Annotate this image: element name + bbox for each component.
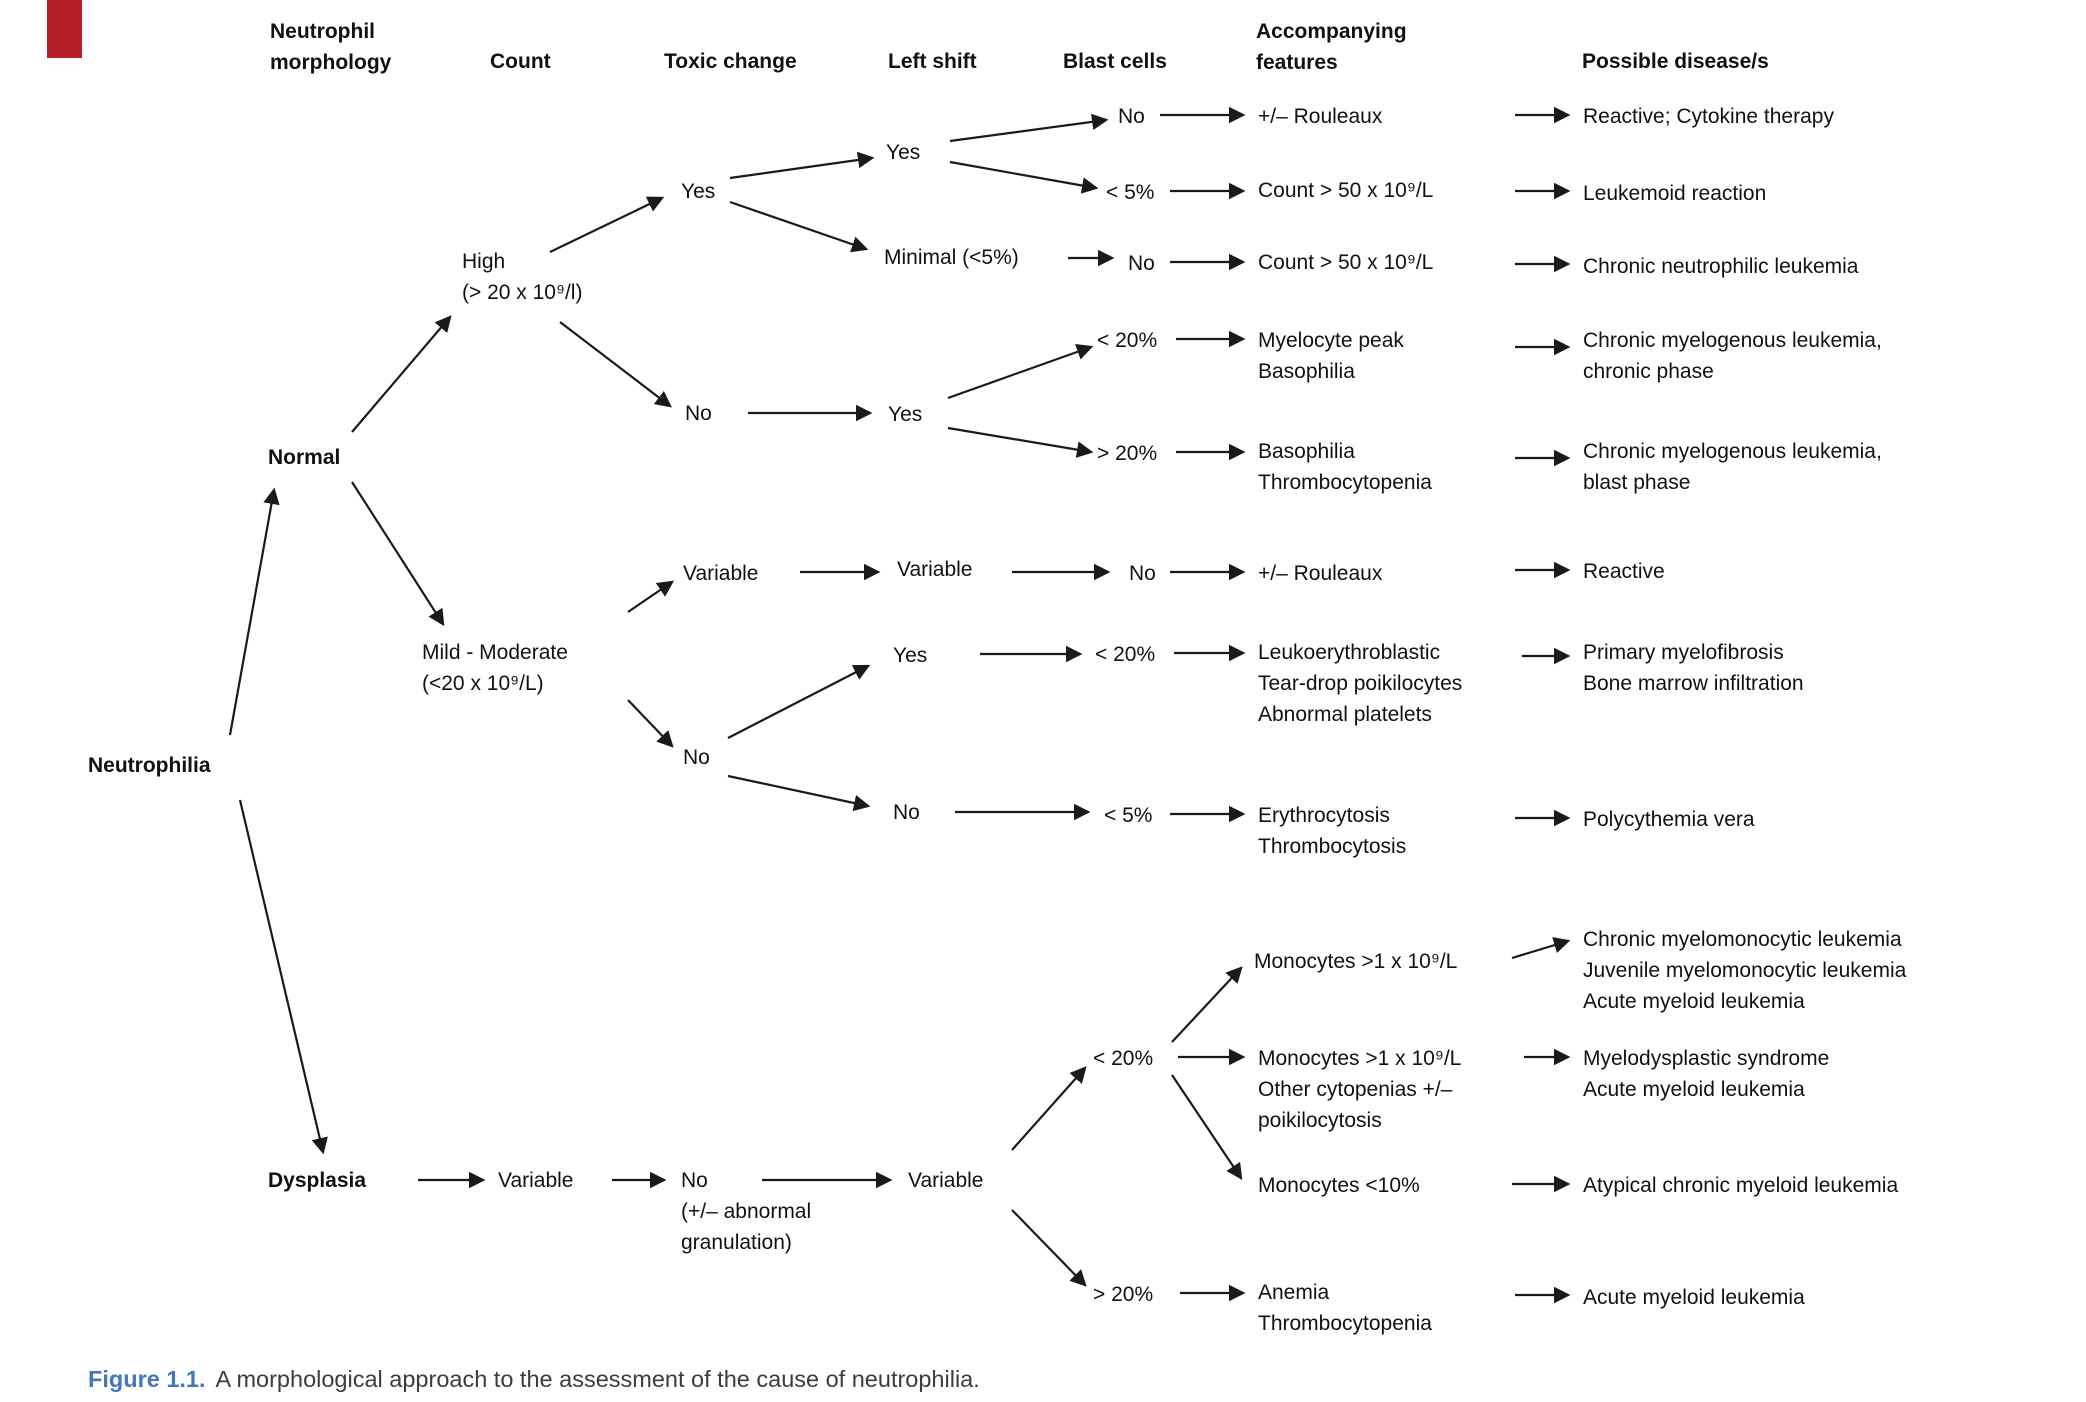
node-count-mild-moderate: Mild - Moderate (<20 x 10⁹/L) [422,641,568,695]
disease-cml-blast-phase: Chronic myelogenous leukemia, blast phas… [1583,440,1882,494]
arrow-toxicno-to-shift-yes-mild [727,664,871,739]
node-toxic-yes: Yes [681,180,716,203]
arrow-normal-to-mild [351,481,445,627]
arrow-mild-to-toxic-variable [627,580,675,613]
node-shift-yes-mild: Yes [893,644,928,667]
arrow-shiftvardys-to-blast-lt20 [1011,1066,1087,1151]
node-count-variable: Variable [498,1169,574,1192]
figure-caption: Figure 1.1. A morphological approach to t… [88,1366,980,1393]
arrow-toxicyes-to-shift-yes [729,151,875,180]
column-header-toxic-change: Toxic change [664,50,797,73]
feature-monocytes-lt10: Monocytes <10% [1258,1174,1420,1197]
node-blast-no-mild-reactive: No [1129,562,1156,585]
node-count-high: High (> 20 x 10⁹/l) [462,250,583,304]
disease-reactive: Reactive [1583,560,1665,583]
arrow-blastlt20dys-to-monocytes-lt10 [1171,1074,1243,1181]
disease-chronic-neutrophilic-leukemia: Chronic neutrophilic leukemia [1583,255,1859,278]
arrow-high-to-toxic-yes [549,196,665,253]
arrow-root-to-normal [228,487,280,736]
node-blast-lt20-dysplasia: < 20% [1093,1047,1154,1070]
arrow-shiftyes-to-blast-lt5 [949,160,1099,194]
disease-myelofibrosis-infiltration: Primary myelofibrosis Bone marrow infilt… [1583,641,1804,695]
feature-erythrocytosis-thrombocytosis: Erythrocytosis Thrombocytosis [1258,804,1407,858]
arrow-toxicyes-to-shift-minimal [729,200,869,253]
feature-monocytes-gt1: Monocytes >1 x 10⁹/L [1254,950,1458,973]
node-shift-variable-dysplasia: Variable [908,1169,984,1192]
node-blast-gt20-dysplasia: > 20% [1093,1283,1154,1306]
feature-anemia-thrombocytopenia: Anemia Thrombocytopenia [1258,1281,1432,1335]
column-header-count: Count [490,50,551,73]
node-shift-variable-mild: Variable [897,558,973,581]
arrow-blastlt20dys-to-monocytes [1171,966,1243,1043]
node-blast-lt20-cml-chronic: < 20% [1097,329,1158,352]
column-header-neutrophil-morphology: Neutrophil morphology [270,20,392,74]
node-morphology-normal: Normal [268,446,341,469]
disease-cmml-jmml-aml: Chronic myelomonocytic leukemia Juvenile… [1583,928,1907,1013]
node-shift-no-mild: No [893,801,920,824]
arrow-shiftyescml-to-blast-lt20 [947,343,1094,400]
node-toxic-no-high: No [685,402,712,425]
arrow-shiftvardys-to-blast-gt20 [1011,1209,1087,1287]
node-blast-lt5-polycythemia: < 5% [1104,804,1153,827]
column-header-possible-diseases: Possible disease/s [1582,50,1769,73]
column-header-blast-cells: Blast cells [1063,50,1167,73]
node-shift-minimal: Minimal (<5%) [884,246,1019,269]
feature-rouleaux-reactive: +/– Rouleaux [1258,105,1383,128]
disease-leukemoid-reaction: Leukemoid reaction [1583,182,1767,205]
arrow-mild-to-toxic-no [627,699,674,748]
column-header-accompanying-features: Accompanying features [1256,20,1407,74]
arrow-shiftyescml-to-blast-gt20 [947,426,1094,458]
page-corner-red-tab [47,0,82,58]
feature-basophilia-thrombocytopenia: Basophilia Thrombocytopenia [1258,440,1432,494]
node-morphology-dysplasia: Dysplasia [268,1169,367,1192]
node-neutrophilia: Neutrophilia [88,754,211,777]
node-blast-gt20-cml-blast: > 20% [1097,442,1158,465]
figure-caption-text: A morphological approach to the assessme… [215,1366,980,1392]
arrow-normal-to-high [351,315,452,433]
feature-monocytes-gt1-cytopenias: Monocytes >1 x 10⁹/L Other cytopenias +/… [1258,1047,1462,1132]
column-header-left-shift: Left shift [888,50,977,73]
node-toxic-no-dysplasia: No (+/– abnormal granulation) [681,1169,812,1254]
node-shift-yes-cml: Yes [888,403,923,426]
feature-leukoerythroblastic: Leukoerythroblastic Tear-drop poikilocyt… [1258,641,1463,726]
arrow-root-to-dysplasia [238,799,328,1155]
node-blast-lt20-myelofibrosis: < 20% [1095,643,1156,666]
arrow-shiftyes-to-blast-no [949,113,1109,143]
disease-cml-chronic-phase: Chronic myelogenous leukemia, chronic ph… [1583,329,1882,383]
disease-mds-aml: Myelodysplastic syndrome Acute myeloid l… [1583,1047,1830,1101]
node-blast-no-cnl: No [1128,252,1155,275]
node-toxic-variable: Variable [683,562,759,585]
node-blast-lt5-leukemoid: < 5% [1106,181,1155,204]
disease-atypical-cml: Atypical chronic myeloid leukemia [1583,1174,1899,1197]
feature-myelocyte-basophilia: Myelocyte peak Basophilia [1258,329,1404,383]
arrow-feature-to-disease-r9 [1511,937,1571,960]
feature-rouleaux-mild: +/– Rouleaux [1258,562,1383,585]
arrow-toxicno-to-shift-no-mild [727,774,871,812]
node-shift-yes-toxic: Yes [886,141,921,164]
arrow-high-to-toxic-no [559,321,672,408]
disease-polycythemia-vera: Polycythemia vera [1583,808,1755,831]
disease-reactive-cytokine: Reactive; Cytokine therapy [1583,105,1834,128]
disease-aml: Acute myeloid leukemia [1583,1286,1805,1309]
figure-caption-label: Figure 1.1. [88,1366,206,1392]
node-toxic-no-mild: No [683,746,710,769]
node-blast-no-reactive: No [1118,105,1145,128]
feature-count-gt50-cnl: Count > 50 x 10⁹/L [1258,251,1434,274]
feature-count-gt50-leukemoid: Count > 50 x 10⁹/L [1258,179,1434,202]
